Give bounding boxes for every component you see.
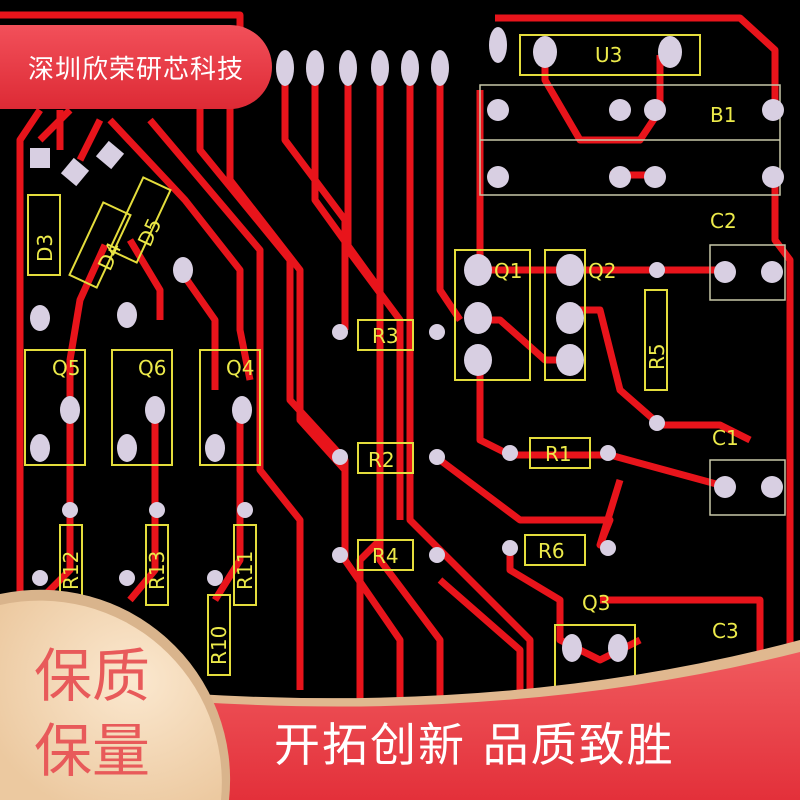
slogan-text: 开拓创新 品质致胜 (274, 718, 675, 772)
label-b1: B1 (710, 103, 736, 127)
label-q4: Q4 (226, 356, 254, 380)
label-d3: D3 (33, 234, 57, 262)
label-r13: R13 (145, 551, 169, 590)
label-r10: R10 (207, 626, 231, 665)
label-r2: R2 (368, 448, 395, 472)
label-c1: C1 (712, 426, 739, 450)
ribbon-red (140, 652, 800, 800)
label-r1: R1 (545, 442, 572, 466)
label-r6: R6 (538, 539, 565, 563)
badge-text-line2: 保量 (34, 717, 151, 785)
label-c3: C3 (712, 619, 739, 643)
label-r4: R4 (372, 544, 399, 568)
label-r11: R11 (233, 551, 257, 590)
bottom-ribbon (0, 589, 800, 800)
label-q2: Q2 (588, 259, 616, 283)
label-c2: C2 (710, 209, 737, 233)
label-q5: Q5 (52, 356, 80, 380)
label-r5: R5 (645, 343, 669, 370)
label-r12: R12 (59, 551, 83, 590)
silkscreen-labels: U3 B1 C2 Q1 Q2 R5 C1 R1 R6 Q3 C3 R3 R2 R… (33, 43, 739, 665)
company-name-banner: 深圳欣荣研芯科技 (0, 25, 272, 109)
pads (30, 27, 784, 662)
badge-text-line1: 保质 (34, 642, 151, 710)
badge-circle (0, 600, 222, 800)
label-q1: Q1 (494, 259, 522, 283)
label-u3: U3 (595, 43, 622, 67)
label-r3: R3 (372, 324, 399, 348)
label-q3: Q3 (582, 591, 610, 615)
silkscreen-outlines (24, 34, 786, 706)
label-q6: Q6 (138, 356, 166, 380)
